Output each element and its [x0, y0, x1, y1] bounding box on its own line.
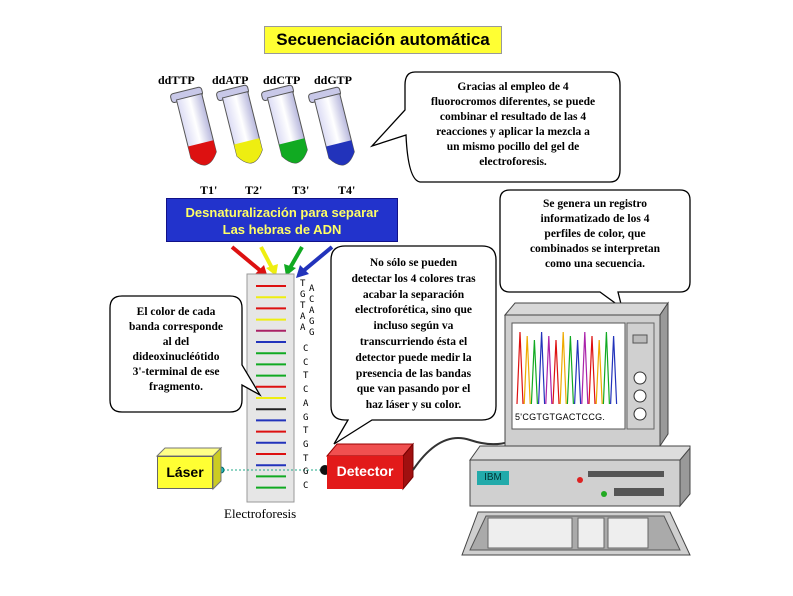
chromatogram-peak — [610, 335, 618, 405]
sequence-base: T — [303, 426, 309, 437]
callout-bubble-deteccion — [330, 245, 497, 445]
chromatogram-peak — [545, 335, 553, 405]
callout-line: informatizado de los 4 — [540, 213, 650, 225]
callout-line: transcurriendo ésta el — [359, 335, 468, 348]
chromatogram-peak — [530, 339, 538, 405]
sequence-base: C — [303, 481, 309, 491]
callout-line: No sólo se pueden — [369, 257, 458, 269]
sequence-base: T — [303, 453, 309, 464]
tube-ddgtp — [308, 86, 355, 166]
detector-box: Detector — [327, 456, 403, 489]
callout-line: fragmento. — [149, 381, 203, 393]
callout-line: electroforesis. — [479, 156, 547, 168]
chromatogram-peak — [566, 335, 574, 405]
sequence-base: C — [309, 295, 315, 305]
tube-label-ddgtp: ddGTP — [314, 73, 353, 87]
chromatogram-peak — [516, 331, 524, 405]
sequence-base: G — [309, 328, 315, 338]
callout-line: incluso según va — [373, 320, 454, 333]
diagram-title: Secuenciación automática — [264, 26, 502, 54]
chromatogram-peak — [552, 339, 560, 405]
callout-line: que van pasando por el — [356, 383, 471, 396]
chromatogram-peak — [574, 339, 582, 405]
callout-line: fluorocromos diferentes, se puede — [430, 96, 596, 108]
sequence-base: T — [300, 301, 306, 311]
electroforesis-label: Electroforesis — [224, 506, 297, 521]
chromatogram-peak — [595, 339, 603, 405]
tube-ddttp — [170, 86, 217, 166]
sequence-readout: 5'CGTGTGACTCCG. — [515, 412, 606, 422]
callout-registro: Se genera un registro informatizado de lo… — [503, 197, 687, 272]
tube-tag-t1: T1' — [200, 183, 218, 197]
callout-line: un mismo pocillo del gel de — [446, 141, 580, 153]
callout-line: banda corresponde — [128, 321, 224, 333]
chromatogram-peak — [523, 335, 531, 405]
tube-tag-t3: T3' — [292, 183, 310, 197]
callout-line: acabar la separación — [362, 288, 465, 301]
sequence-base: A — [300, 312, 306, 322]
tube-label-ddatp: ddATP — [212, 73, 249, 87]
tube-label-ddctp: ddCTP — [263, 73, 301, 87]
arrows-to-gel — [230, 245, 334, 278]
tube-tag-t2: T2' — [245, 183, 263, 197]
callout-fluorocromos: Gracias al empleo de 4 fluorocromos difer… — [408, 80, 618, 170]
callout-line: como una secuencia. — [545, 258, 645, 270]
callout-line: haz láser y su color. — [365, 399, 462, 412]
tube-label-ddttp: ddTTP — [158, 73, 195, 87]
callout-line: combinar el resultado de las 4 — [439, 111, 587, 123]
chromatogram-traces — [516, 331, 618, 405]
ibm-logo: IBM — [477, 471, 509, 485]
callout-line: combinados se interpretan — [529, 243, 661, 255]
callout-bubble-registro — [499, 189, 691, 310]
gel-bands — [256, 285, 286, 489]
chromatogram-peak — [581, 331, 589, 405]
sequence-base: A — [309, 306, 315, 316]
callout-bubble-color-banda — [109, 295, 262, 413]
callout-line: 3'-terminal de ese — [132, 366, 220, 378]
chromatogram-peak — [602, 331, 610, 405]
sequence-base: A — [309, 284, 315, 294]
banner-line-1: Desnaturalización para separar — [185, 205, 379, 220]
chromatogram-peak — [559, 331, 567, 405]
banner-line-2: Las hebras de ADN — [222, 222, 342, 237]
sequence-base: G — [309, 317, 315, 327]
chromatogram-peak — [588, 335, 596, 405]
tube-tag-t4: T4' — [338, 183, 356, 197]
sequence-base: G — [300, 290, 306, 300]
callout-line: detectar los 4 colores tras — [351, 272, 476, 285]
sequence-base: G — [303, 412, 309, 423]
tube-ddatp — [216, 84, 263, 164]
sequence-base: C — [303, 357, 309, 368]
callout-color-banda: El color de cada banda corresponde al del d… — [112, 305, 240, 395]
callout-line: presencia de las bandas — [355, 367, 472, 380]
sequence-base: G — [303, 439, 309, 450]
computer — [461, 301, 691, 556]
sequence-base: A — [303, 398, 309, 409]
callout-line: dideoxinucléótido — [132, 351, 220, 363]
callout-line: electroforética, sino que — [355, 304, 472, 317]
sequence-base: C — [303, 385, 309, 396]
laser-box: Láser — [157, 456, 213, 489]
callout-line: perfiles de color, que — [544, 228, 646, 240]
denaturation-banner: Desnaturalización para separar Las hebra… — [166, 198, 398, 242]
callout-line: al del — [162, 336, 190, 348]
callout-line: reacciones y aplicar la mezcla a — [436, 126, 590, 138]
sequence-base: G — [303, 467, 309, 478]
callout-line: Se genera un registro — [542, 198, 648, 210]
callout-line: El color de cada — [136, 306, 216, 318]
chromatogram-peak — [538, 331, 546, 405]
callout-deteccion: No sólo se pueden detectar los 4 colores … — [333, 256, 494, 414]
callout-bubble-fluorocromos — [369, 71, 621, 183]
sequence-base: A — [300, 323, 306, 333]
callout-line: detector puede medir la — [355, 351, 472, 364]
callout-line: Gracias al empleo de 4 — [457, 81, 569, 93]
sequence-base: C — [303, 344, 309, 354]
sequence-base: T — [300, 279, 306, 289]
tube-ddctp — [261, 84, 308, 164]
sequence-base: T — [303, 371, 309, 382]
